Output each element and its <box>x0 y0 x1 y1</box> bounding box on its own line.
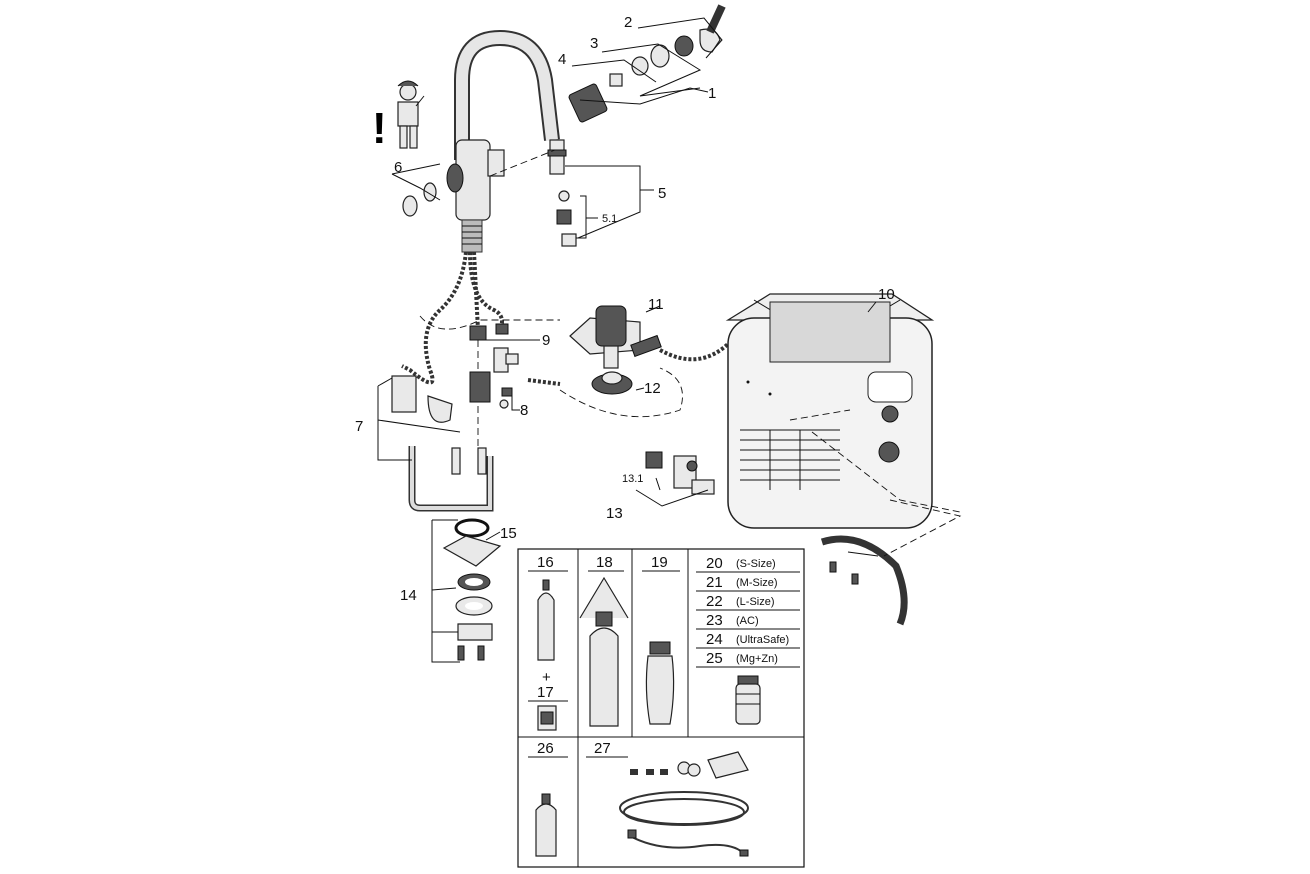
filter-size-20: (S-Size) <box>736 558 776 570</box>
callout-7: 7 <box>355 418 363 435</box>
t-piece-part-9 <box>469 347 519 409</box>
filter-cartridge-drawing <box>735 675 761 725</box>
table-col-26: 26 <box>537 740 554 757</box>
table-col-19: 19 <box>651 554 668 571</box>
warning-exclamation: ! <box>372 104 387 153</box>
callout-13: 13 <box>606 505 623 522</box>
faucet-body <box>446 29 560 253</box>
co2-cylinder-16-drawing <box>537 579 555 661</box>
callout-1: 1 <box>708 85 716 102</box>
filter-size-25: (Mg+Zn) <box>736 653 778 665</box>
callout-8: 8 <box>520 402 528 419</box>
table-col-16: 16 <box>537 554 554 571</box>
callout-11: 11 <box>648 296 664 313</box>
filter-num-20: 20 <box>706 555 723 572</box>
filter-num-23: 23 <box>706 612 723 629</box>
bottle-19-drawing <box>645 641 675 725</box>
spray-head-part-5 <box>547 139 577 247</box>
filter-num-25: 25 <box>706 650 723 667</box>
co2-bottle-18-drawing <box>579 576 629 727</box>
table-col-17: 17 <box>537 684 554 701</box>
leader-lines <box>377 17 962 663</box>
callout-9: 9 <box>542 332 550 349</box>
callout-14: 14 <box>400 587 417 604</box>
callout-10: 10 <box>878 286 895 303</box>
filter-size-22: (L-Size) <box>736 596 775 608</box>
callout-12: 12 <box>644 380 661 397</box>
table-col-27: 27 <box>594 740 611 757</box>
callout-4: 4 <box>558 51 566 68</box>
connection-set-27-drawing <box>619 751 749 857</box>
callout-6: 6 <box>394 159 402 176</box>
filter-size-24: (UltraSafe) <box>736 634 789 646</box>
adaptor-17-drawing <box>537 705 557 731</box>
callout-5: 5 <box>658 185 666 202</box>
callout-2: 2 <box>624 14 632 31</box>
co2-cylinder-26-drawing <box>535 793 557 857</box>
accessories-table: 16 18 19 + 17 20 (S-Size) 21 (M-Size) 22… <box>517 548 805 868</box>
co2-adaptor-part-13 <box>645 451 715 495</box>
callout-numbers: 1 2 3 4 5 5.1 6 7 8 9 10 11 12 13 13.1 1… <box>355 14 895 604</box>
filter-size-21: (M-Size) <box>736 577 778 589</box>
filter-num-21: 21 <box>706 574 723 591</box>
installer-warning-figure: ! <box>372 80 425 153</box>
callout-5-1: 5.1 <box>602 213 617 225</box>
mounting-bracket-part-7 <box>391 375 494 512</box>
side-seals-part-6 <box>402 182 437 217</box>
chiller-unit-part-10 <box>725 293 935 529</box>
filter-size-23: (AC) <box>736 615 759 627</box>
cartridge-parts-1-4 <box>568 4 726 123</box>
callout-13-1: 13.1 <box>622 473 643 485</box>
filter-num-22: 22 <box>706 593 723 610</box>
table-col-18: 18 <box>596 554 613 571</box>
mounting-set-part-14 <box>442 518 502 661</box>
filter-num-24: 24 <box>706 631 723 648</box>
table-plus: + <box>542 669 551 686</box>
wall-strap <box>820 535 908 626</box>
callout-15: 15 <box>500 525 517 542</box>
callout-3: 3 <box>590 35 598 52</box>
filter-head-part-11 <box>527 305 732 395</box>
filter-size-list: 20 (S-Size) 21 (M-Size) 22 (L-Size) 23 (… <box>696 555 800 668</box>
supply-hoses <box>401 251 509 470</box>
